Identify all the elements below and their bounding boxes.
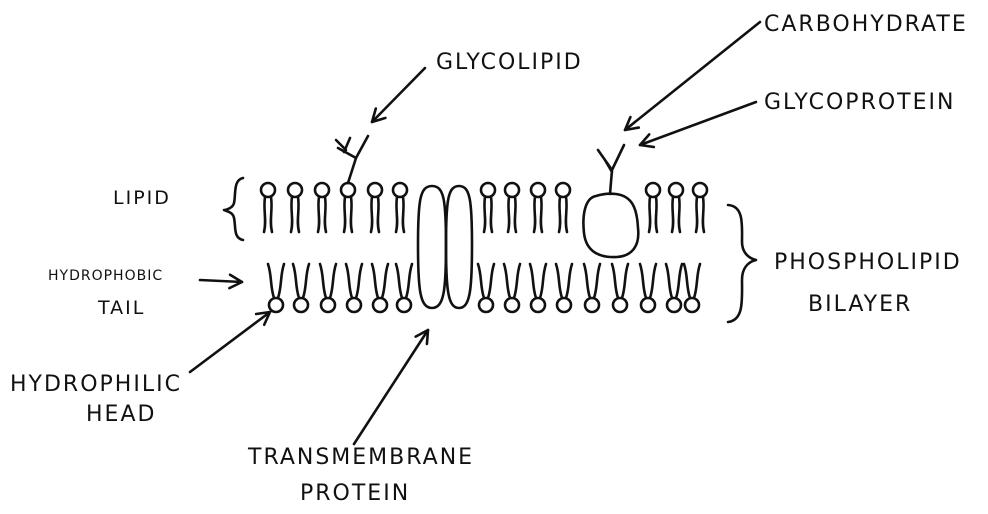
phospholipid-bottom xyxy=(612,264,628,312)
arrow-glycoprotein xyxy=(640,102,756,147)
phospholipid-top xyxy=(368,183,382,232)
phospholipid-bottom xyxy=(584,264,600,312)
phospholipid-bottom xyxy=(684,264,700,312)
label-head: HEAD xyxy=(86,402,156,427)
phospholipid-bottom xyxy=(268,264,284,312)
label-carbohydrate: CARBOHYDRATE xyxy=(764,12,968,37)
phospholipid-top xyxy=(393,183,407,232)
phospholipid-bottom xyxy=(640,264,656,312)
phospholipid-bottom xyxy=(346,264,362,312)
bilayer-brace xyxy=(728,205,756,322)
phospholipid-top xyxy=(646,183,660,232)
arrow-glycolipid xyxy=(372,68,425,122)
phospholipid-top xyxy=(315,183,329,232)
glycolipid-chain xyxy=(336,136,368,183)
phospholipid-top xyxy=(261,183,275,232)
phospholipid-bottom xyxy=(478,264,494,312)
arrow-hydrophilic-head xyxy=(190,312,270,372)
label-hydrophobic: HYDROPHOBIC xyxy=(48,268,163,284)
label-lipid: LIPID xyxy=(113,187,171,209)
phospholipid-bottom xyxy=(372,264,388,312)
label-tail: TAIL xyxy=(98,297,145,319)
phospholipid-bottom xyxy=(556,264,572,312)
glycoprotein-blob xyxy=(583,194,638,257)
label-bilayer: BILAYER xyxy=(808,292,912,317)
transmembrane-protein-right xyxy=(446,186,472,308)
arrow-transmembrane xyxy=(354,330,428,444)
phospholipid-top xyxy=(481,183,495,232)
phospholipid-top xyxy=(341,183,355,232)
label-glycolipid: GLYCOLIPID xyxy=(436,50,583,75)
phospholipid-top xyxy=(531,183,545,232)
label-transmembrane: TRANSMEMBRANE xyxy=(248,445,474,470)
phospholipid-bottom xyxy=(530,264,546,312)
arrow-hydrophobic-tail xyxy=(200,275,242,288)
phospholipid-top xyxy=(693,183,707,232)
phospholipid-top xyxy=(556,183,570,232)
arrow-carbohydrate xyxy=(625,22,760,130)
phospholipid-bottom xyxy=(666,264,682,312)
phospholipid-top xyxy=(505,183,519,232)
carbohydrate-chain xyxy=(598,145,624,194)
label-phospholipid: PHOSPHOLIPID xyxy=(774,250,962,275)
phospholipid-bottom xyxy=(293,264,309,312)
label-glycoprotein: GLYCOPROTEIN xyxy=(764,90,955,115)
phospholipid-bottom xyxy=(504,264,520,312)
label-hydrophilic: HYDROPHILIC xyxy=(10,372,182,397)
phospholipid-bottom xyxy=(320,264,336,312)
phospholipid-top xyxy=(288,183,302,232)
phospholipid-top xyxy=(669,183,683,232)
label-protein: PROTEIN xyxy=(300,481,410,506)
transmembrane-protein-left xyxy=(418,186,446,308)
phospholipid-bottom xyxy=(396,264,412,312)
lipid-brace xyxy=(224,178,243,240)
